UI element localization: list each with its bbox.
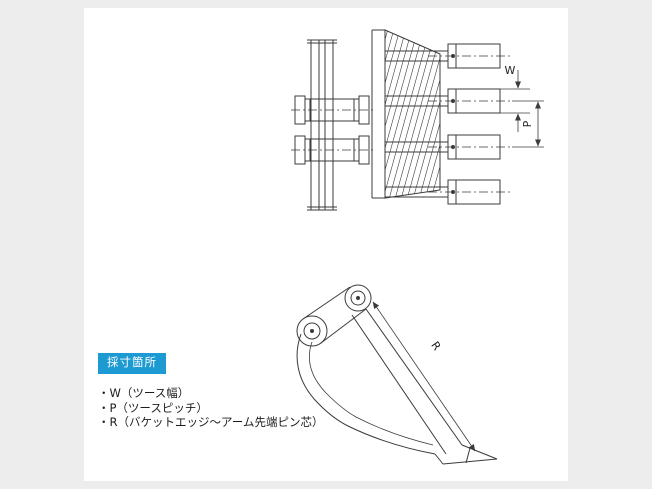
w-dimension-label: W [505,64,516,77]
content-panel [84,8,568,481]
cutting-edge-tooth [434,444,498,465]
r-dimension [372,301,476,452]
legend-item-p: ・P（ツースピッチ） [98,400,208,415]
tooth-4 [385,179,512,205]
tooth-1 [385,43,512,69]
r-dimension-label: R [428,339,443,353]
tooth-3 [385,134,512,160]
arm-pin-boss-upper [344,284,372,312]
arm-pin-boss-lower [296,315,328,347]
bucket-body [371,29,441,199]
link-plates [302,286,367,344]
bucket-plan-view-drawing: W P [291,29,544,211]
hinge-boss-upper [291,95,374,125]
legend-item-r: ・R（バケットエッジ～アーム先端ピン芯） [98,415,324,429]
bucket-side-view-drawing: R [296,284,498,465]
mount-bracket [307,39,337,211]
hatch-pattern [385,30,440,198]
w-dimension [500,70,530,132]
legend: ・W（ツース幅） ・P（ツースピッチ） ・R（バケットエッジ～アーム先端ピン芯） [98,386,323,430]
legend-item-w: ・W（ツース幅） [98,386,190,400]
p-dimension-label: P [521,120,534,127]
bucket-shell [296,308,463,455]
hinge-boss-lower [291,135,374,165]
tooth-2 [385,88,512,114]
measurement-location-badge: 採寸箇所 [98,353,166,374]
p-dimension [512,100,544,148]
